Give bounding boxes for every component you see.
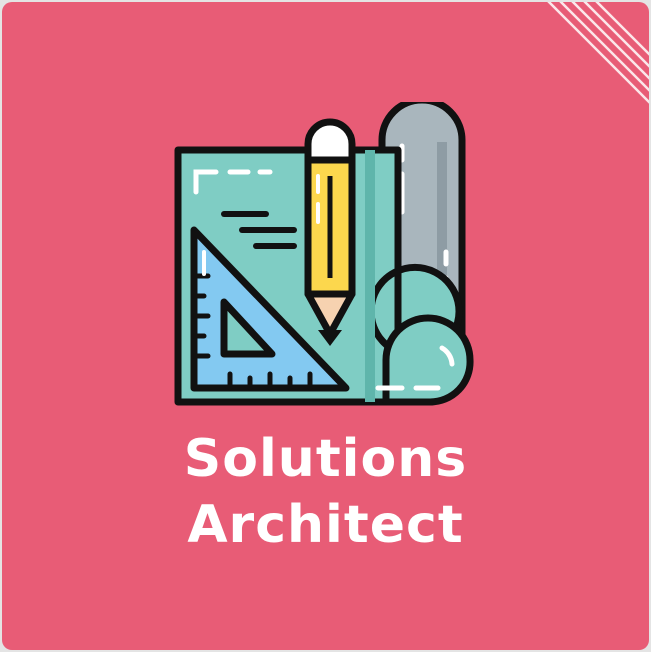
- role-title-line1: Solutions: [183, 429, 468, 489]
- corner-stripes-decoration: [547, 2, 649, 104]
- role-title-line2: Architect: [187, 495, 464, 555]
- blueprint-pencil-ruler-icon: [174, 102, 474, 406]
- role-title: Solutions Architect: [2, 426, 649, 558]
